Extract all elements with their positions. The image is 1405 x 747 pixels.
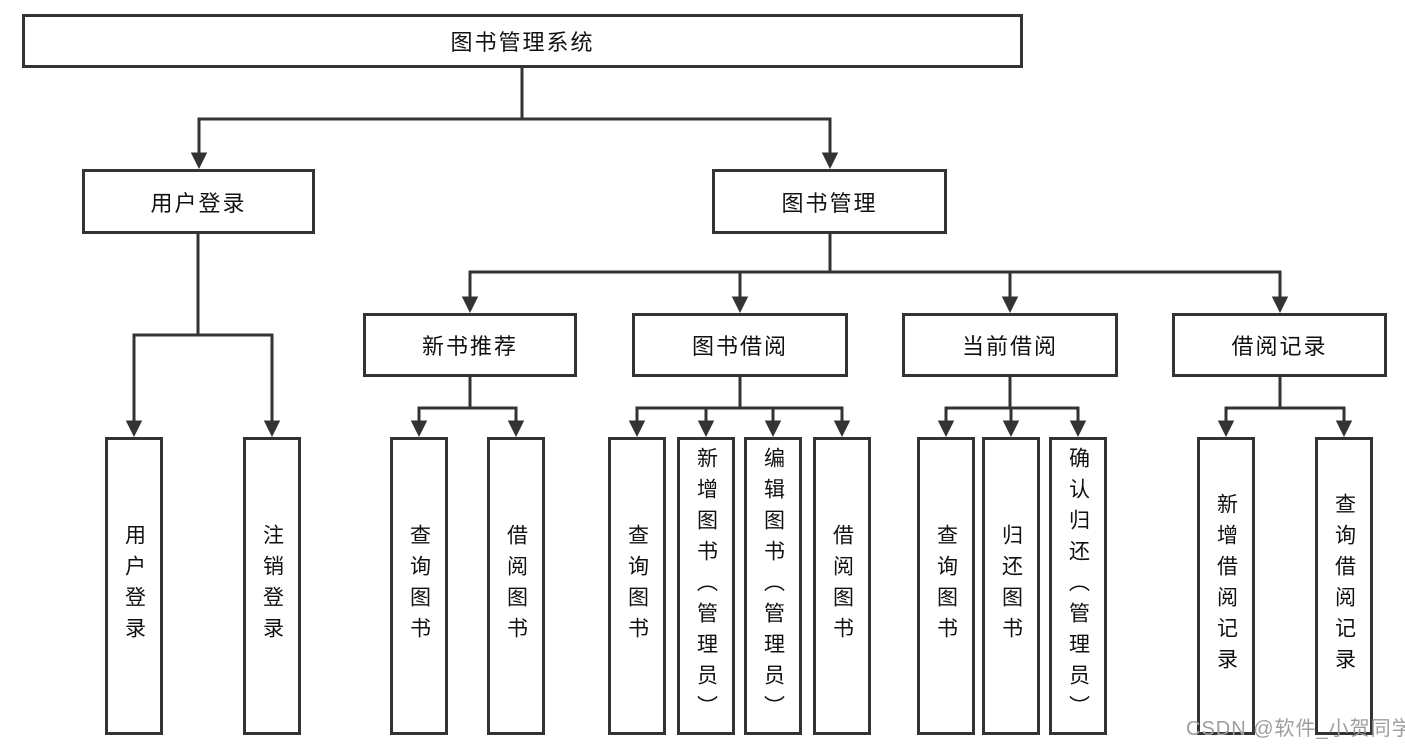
leaf-newbooks-borrow-label: 借阅图书 — [504, 524, 528, 648]
node-current-borrowing-label: 当前借阅 — [961, 334, 1058, 359]
node-user-login-label: 用户登录 — [150, 190, 247, 216]
connector-new-books-children — [410, 375, 525, 437]
leaf-borrowing-edit-admin-label: 编辑图书（管理员） — [761, 446, 785, 726]
node-new-book-recommend: 新书推荐 — [363, 313, 577, 377]
leaf-current-confirm-admin-label: 确认归还（管理员） — [1066, 446, 1090, 726]
leaf-borrowing-borrow: 借阅图书 — [813, 437, 871, 735]
leaf-current-return-label: 归还图书 — [999, 524, 1023, 648]
leaf-newbooks-query: 查询图书 — [390, 437, 448, 735]
leaf-borrowing-query: 查询图书 — [608, 437, 666, 735]
node-borrow-records: 借阅记录 — [1172, 313, 1387, 377]
leaf-records-add: 新增借阅记录 — [1197, 437, 1255, 735]
leaf-records-query: 查询借阅记录 — [1315, 437, 1373, 735]
leaf-borrowing-add-admin-label: 新增图书（管理员） — [694, 446, 718, 726]
node-new-book-recommend-label: 新书推荐 — [421, 334, 518, 359]
connector-records-children — [1217, 375, 1353, 437]
node-borrow-records-label: 借阅记录 — [1231, 334, 1328, 359]
connector-borrowing-children — [628, 375, 851, 437]
leaf-user-login: 用户登录 — [105, 437, 163, 735]
connector-root-to-level2 — [190, 66, 839, 169]
leaf-logout: 注销登录 — [243, 437, 301, 735]
node-book-management: 图书管理 — [712, 169, 947, 234]
leaf-records-add-label: 新增借阅记录 — [1214, 493, 1238, 679]
leaf-logout-label: 注销登录 — [260, 524, 284, 648]
connector-book-management-sections — [461, 232, 1289, 313]
leaf-current-query: 查询图书 — [917, 437, 975, 735]
leaf-records-query-label: 查询借阅记录 — [1332, 493, 1356, 679]
node-book-borrowing-label: 图书借阅 — [691, 334, 788, 359]
leaf-current-return: 归还图书 — [982, 437, 1040, 735]
node-system-root-label: 图书管理系统 — [450, 30, 595, 55]
connector-user-login-children — [125, 232, 281, 437]
leaf-current-confirm-admin: 确认归还（管理员） — [1049, 437, 1107, 735]
connector-current-children — [937, 375, 1087, 437]
leaf-borrowing-edit-admin: 编辑图书（管理员） — [744, 437, 802, 735]
node-system-root: 图书管理系统 — [22, 14, 1023, 68]
node-user-login: 用户登录 — [82, 169, 315, 234]
leaf-newbooks-query-label: 查询图书 — [407, 524, 431, 648]
leaf-newbooks-borrow: 借阅图书 — [487, 437, 545, 735]
leaf-borrowing-add-admin: 新增图书（管理员） — [677, 437, 735, 735]
node-book-management-label: 图书管理 — [781, 190, 878, 216]
node-book-borrowing: 图书借阅 — [632, 313, 848, 377]
leaf-borrowing-query-label: 查询图书 — [625, 524, 649, 648]
leaf-borrowing-borrow-label: 借阅图书 — [830, 524, 854, 648]
leaf-current-query-label: 查询图书 — [934, 524, 958, 648]
node-current-borrowing: 当前借阅 — [902, 313, 1118, 377]
leaf-user-login-label: 用户登录 — [122, 524, 146, 648]
csdn-watermark: CSDN @软件_小贺同学 — [1186, 718, 1405, 740]
